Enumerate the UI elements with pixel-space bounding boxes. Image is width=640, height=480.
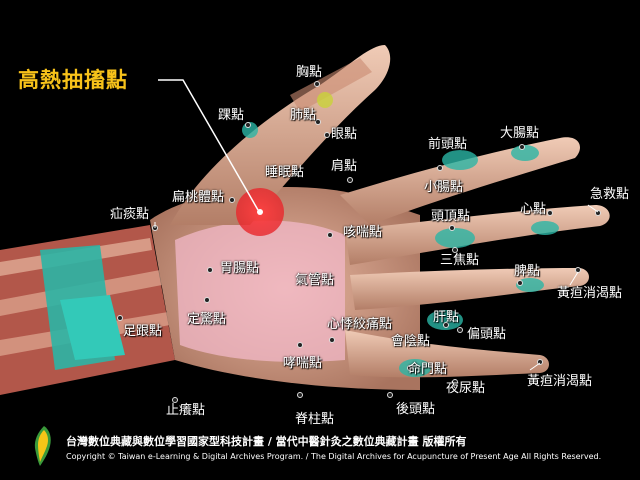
middle-finger (345, 205, 610, 265)
label-jaundice-thirst-point-2: 黃疸消渴點 (527, 374, 593, 389)
label-chest-point: 胸點 (296, 65, 323, 80)
label-life-gate-point: 命門點 (408, 362, 448, 377)
taiwan-logo-icon (34, 426, 51, 466)
label-spine-point: 脊柱點 (295, 412, 335, 427)
label-heart-point: 心點 (520, 202, 547, 217)
label-enuresis-point: 夜尿點 (446, 381, 486, 396)
label-asthma-point: 哮喘點 (283, 356, 323, 371)
label-foot-heel-point: 足跟點 (123, 324, 163, 339)
label-eye-point: 眼點 (331, 127, 358, 142)
label-vertex-point: 頭頂點 (431, 209, 471, 224)
label-trachea-point: 氣管點 (295, 273, 335, 288)
label-stop-itch-point: 止癢點 (166, 403, 206, 418)
footer-copyright-chinese: 台灣數位典藏與數位學習國家型科技計畫 / 當代中醫針灸之數位典藏計畫 版權所有 (66, 435, 467, 448)
footer-copyright-english: Copyright © Taiwan e-Learning & Digital … (66, 452, 602, 461)
label-lung-point: 肺點 (290, 108, 317, 123)
label-small-intestine-point: 小腸點 (424, 180, 464, 195)
label-tonsil-point: 扁桃體點 (172, 190, 225, 205)
label-triple-burner-point: 三焦點 (440, 253, 480, 268)
label-cough-point: 咳喘點 (343, 225, 383, 240)
label-palpitation-angina-point: 心悸絞痛點 (327, 317, 393, 332)
label-large-intestine-point: 大腸點 (500, 126, 540, 141)
label-stomach-intestine-point: 胃腸點 (220, 261, 260, 276)
label-hernia-point: 疝痰點 (110, 207, 150, 222)
label-first-aid-point: 急救點 (590, 187, 630, 202)
label-calm-point: 定驚點 (187, 312, 227, 327)
label-perineum-point: 會陰點 (391, 334, 431, 349)
label-occiput-point: 後頭點 (396, 402, 436, 417)
label-ankle-point: 踝點 (218, 108, 245, 123)
label-forehead-point: 前頭點 (428, 137, 468, 152)
label-migraine-point: 偏頭點 (467, 327, 507, 342)
label-sleep-point: 睡眠點 (265, 165, 305, 180)
pointer-line (158, 79, 259, 211)
label-spleen-point: 脾點 (514, 264, 541, 279)
label-jaundice-thirst-point-1: 黃疸消渴點 (557, 286, 623, 301)
title-high-fever-convulsion-point: 高熱抽搐點 (18, 68, 128, 92)
ring-finger (350, 268, 589, 310)
label-liver-point: 肝點 (433, 310, 460, 325)
label-shoulder-point: 肩點 (331, 159, 358, 174)
